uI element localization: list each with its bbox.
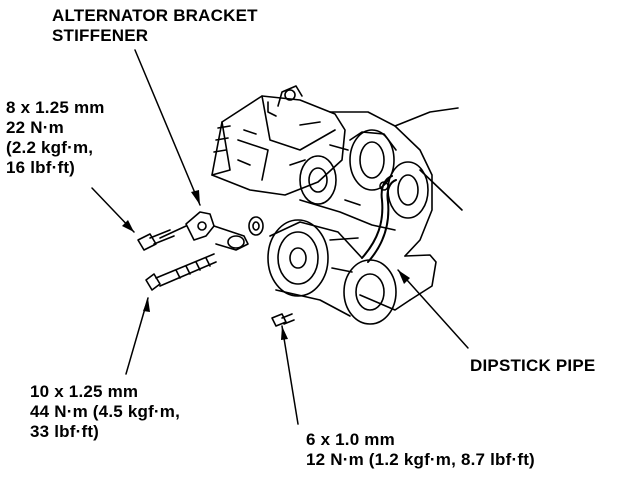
bolt-10mm-size: 10 x 1.25 mm: [30, 382, 139, 401]
bolt-6mm-size: 6 x 1.0 mm: [306, 430, 395, 449]
engine-block: [329, 107, 463, 311]
dipstick-pipe: [361, 175, 397, 263]
bolt-8mm: [137, 229, 175, 251]
arrowhead-bolt-8mm: [122, 220, 134, 232]
bolt-10mm-torque-lbfft: 33 lbf·ft): [30, 422, 100, 441]
bolt-8mm-size: 8 x 1.25 mm: [6, 98, 105, 117]
bolt-10mm-torque: 44 N·m (4.5 kgf·m,: [30, 402, 181, 421]
bolt-8mm-torque-kgfm: (2.2 kgf·m,: [6, 138, 94, 157]
leader-lines: [91, 49, 469, 425]
bolt-10mm-spec-label: 10 x 1.25 mm 44 N·m (4.5 kgf·m, 33 lbf·f…: [30, 382, 180, 442]
engine-head: [211, 85, 346, 196]
dipstick-pipe-text: DIPSTICK PIPE: [470, 356, 596, 375]
arrowhead-dipstick-pipe: [398, 270, 410, 284]
bolt-10mm: [145, 253, 217, 291]
arrowhead-bracket-stiffener: [191, 190, 200, 205]
bolt-8mm-spec-label: 8 x 1.25 mm 22 N·m (2.2 kgf·m, 16 lbf·ft…: [6, 98, 105, 178]
bolt-6mm-torque: 12 N·m (1.2 kgf·m, 8.7 lbf·ft): [306, 450, 535, 469]
leader-bolt-6mm: [281, 325, 299, 425]
bolt-6mm: [271, 313, 295, 327]
bolt-6mm-spec-label: 6 x 1.0 mm 12 N·m (1.2 kgf·m, 8.7 lbf·ft…: [306, 430, 535, 470]
arrowhead-bolt-6mm: [281, 326, 288, 340]
dipstick-pipe-label: DIPSTICK PIPE: [470, 356, 595, 376]
bracket-stiffener: [159, 211, 264, 251]
bracket-stiffener-label: ALTERNATOR BRACKET STIFFENER: [52, 6, 258, 46]
bolt-8mm-torque-lbfft: 16 lbf·ft): [6, 158, 76, 177]
leader-bracket-stiffener: [134, 49, 201, 206]
crank-pulley: [267, 219, 397, 325]
bracket-stiffener-label-line2: STIFFENER: [52, 26, 149, 45]
arrowhead-bolt-10mm: [143, 298, 150, 312]
cam-pulleys: [299, 129, 429, 231]
leader-arrowheads: [122, 190, 410, 340]
leader-dipstick-pipe: [397, 269, 469, 349]
bracket-stiffener-label-line1: ALTERNATOR BRACKET: [52, 6, 258, 25]
bolt-8mm-torque-nm: 22 N·m: [6, 118, 64, 137]
